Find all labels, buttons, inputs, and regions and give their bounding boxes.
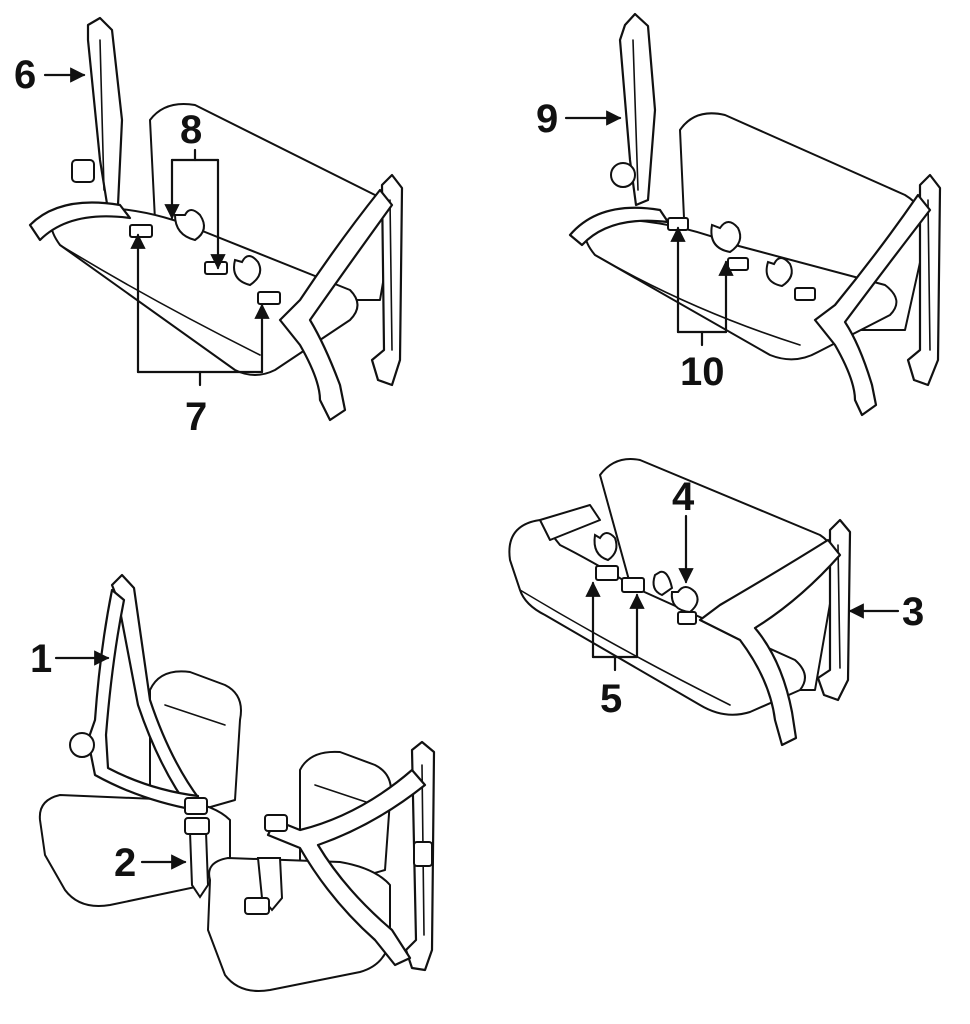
rear-bench-assembly-left: [28, 16, 404, 422]
callout-8: 8: [180, 108, 202, 152]
callout-6: 6: [14, 53, 36, 97]
callout-3: 3: [902, 590, 924, 634]
front-bucket-seats-assembly: [38, 573, 436, 992]
callout-1: 1: [30, 637, 52, 681]
callout-10: 10: [680, 350, 725, 394]
callout-7: 7: [185, 395, 207, 439]
rear-bench-assembly-right: [568, 12, 942, 417]
callout-9: 9: [536, 97, 558, 141]
callout-2: 2: [114, 841, 136, 885]
callout-5: 5: [600, 677, 622, 721]
callout-4: 4: [672, 475, 695, 519]
bench-seat-assembly: [508, 458, 852, 747]
